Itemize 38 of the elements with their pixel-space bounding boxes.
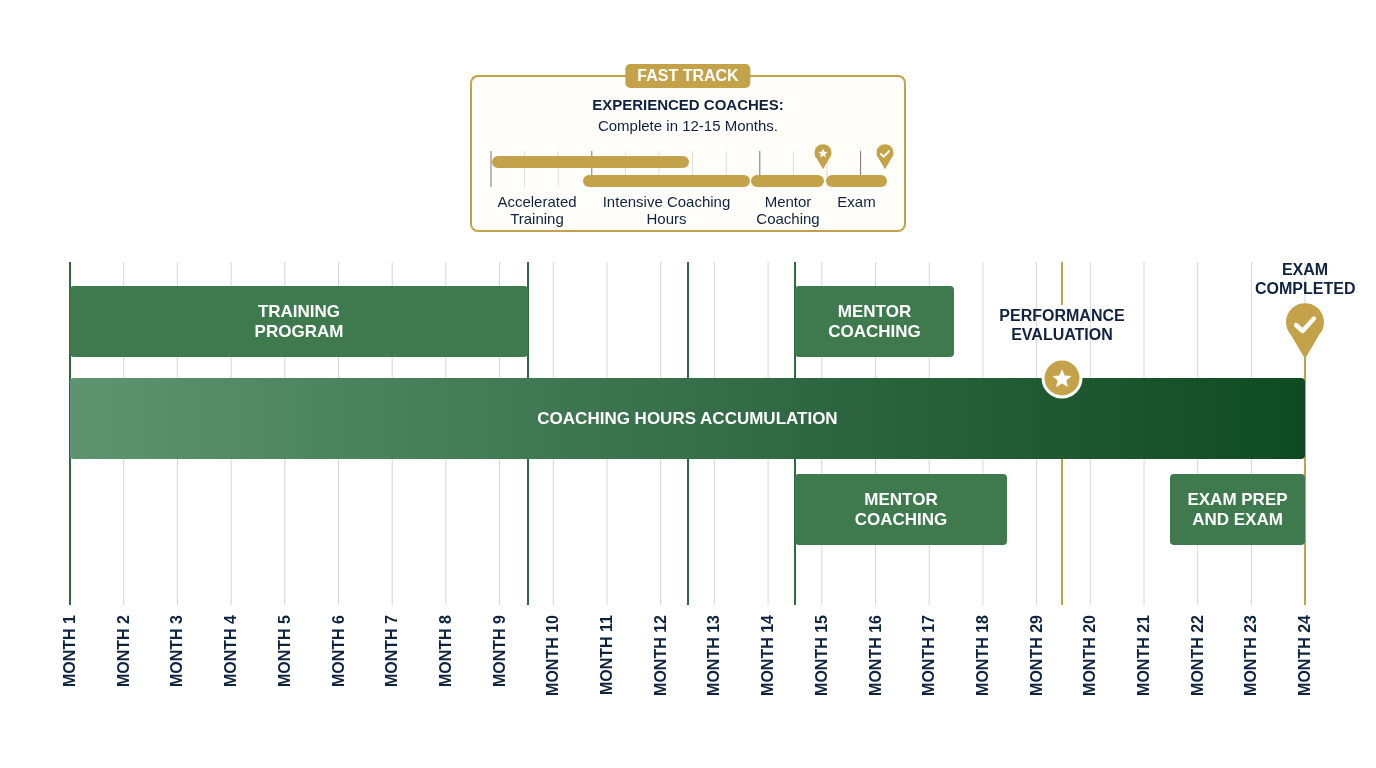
phase-bar: EXAM PREP AND EXAM (1170, 474, 1305, 545)
month-label: MONTH 5 (275, 615, 294, 687)
month-label: MONTH 13 (705, 615, 724, 696)
bar-label: Mentor Coaching (755, 193, 821, 227)
month-label: MONTH 7 (383, 615, 402, 687)
milestone-label: PERFORMANCE EVALUATION (998, 306, 1126, 344)
month-label: MONTH 8 (436, 615, 455, 687)
milestone-label: EXAM COMPLETED (1255, 260, 1355, 298)
month-label: MONTH 29 (1027, 615, 1046, 696)
month-label: MONTH 22 (1188, 615, 1207, 696)
panel-title-badge: FAST TRACK (625, 64, 751, 88)
phase-bar: TRAINING PROGRAM (70, 286, 528, 357)
phase-bar: MENTOR COACHING (795, 286, 954, 357)
month-label: MONTH 23 (1242, 615, 1261, 696)
month-label: MONTH 3 (168, 615, 187, 687)
month-label: MONTH 4 (222, 615, 241, 687)
month-label: MONTH 20 (1081, 615, 1100, 696)
timeline-bar: COACHING HOURS ACCUMULATION (70, 378, 1305, 459)
month-label: MONTH 21 (1135, 615, 1153, 696)
month-label: MONTH 17 (920, 615, 939, 696)
month-label: MONTH 18 (973, 615, 992, 696)
month-label: MONTH 1 (61, 615, 79, 687)
month-label: MONTH 11 (598, 615, 616, 695)
month-label: MONTH 15 (812, 615, 831, 696)
month-label: MONTH 24 (1296, 615, 1315, 696)
month-label: MONTH 2 (114, 615, 133, 687)
month-label: MONTH 9 (490, 615, 509, 687)
panel-subtitle: Complete in 12-15 Months. (597, 117, 779, 134)
phase-bar: MENTOR COACHING (795, 474, 1007, 545)
bar-label: Exam (836, 193, 877, 210)
panel-heading: EXPERIENCED COACHES: (592, 96, 784, 113)
month-label: MONTH 10 (544, 615, 563, 696)
month-label: MONTH 16 (866, 615, 885, 696)
month-label: MONTH 6 (329, 615, 348, 687)
bar-label: Accelerated Training (496, 193, 578, 227)
month-label: MONTH 12 (651, 615, 670, 696)
bar-label: Intensive Coaching Hours (601, 193, 732, 227)
month-label: MONTH 14 (759, 615, 778, 696)
